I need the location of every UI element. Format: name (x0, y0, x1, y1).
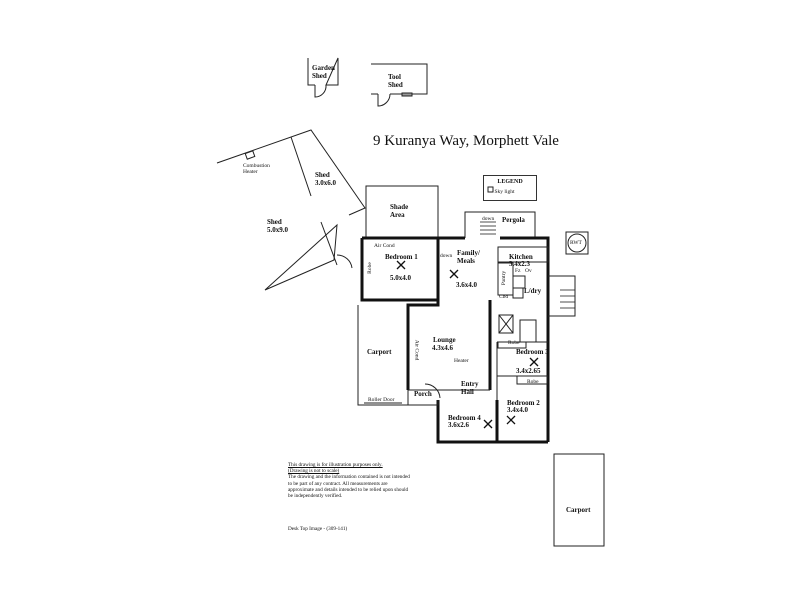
kitchen-size: 3.4x2.3 (509, 260, 530, 268)
cbd-label: Cbd (499, 294, 509, 300)
carport-name: Carport (367, 348, 392, 356)
garden-shed-outline (307, 57, 339, 86)
down-label: down (440, 253, 453, 259)
disclaimer-body: The drawing and the information containe… (288, 474, 410, 500)
pantry-label: Pantry (501, 270, 508, 286)
robe-bed2-label: Robe (527, 379, 539, 385)
bedroom4-name: Bedroom 4 (448, 414, 481, 422)
porch-name: Porch (414, 390, 432, 398)
bedroom3-size: 3.4x2.65 (516, 367, 541, 375)
bedroom1-size: 5.0x4.0 (390, 274, 411, 282)
legend-item-label: Sky light (494, 189, 515, 195)
footer-code: Desk Top Image - (309-141) (288, 526, 348, 532)
page-title: 9 Kuranya Way, Morphett Vale (373, 133, 559, 149)
bedroom2-name: Bedroom 2 (507, 399, 540, 407)
oven-label: Ov (525, 268, 532, 274)
heater-label: Heater (454, 358, 469, 364)
disclaimer: This drawing is for illustration purpose… (288, 462, 413, 499)
lounge-name: Lounge (433, 336, 456, 344)
roller-door-label: Roller Door (368, 397, 395, 403)
lounge-size: 4.3x4.6 (432, 344, 453, 352)
pergola-name: Pergola (502, 216, 525, 224)
kitchen-name: Kitchen (509, 253, 533, 261)
rwt-label: RWT (570, 240, 582, 246)
disclaimer-line2: (Drawing is not to scale) (288, 468, 340, 475)
fridge-label: Fz (515, 268, 521, 274)
disclaimer-line1: This drawing is for illustration purpose… (288, 462, 383, 468)
bedroom2-size: 3.4x4.0 (507, 406, 528, 414)
legend-item-skylight: Sky light (489, 189, 515, 195)
family-name: Family/Meals (457, 249, 480, 265)
bedroom3-name: Bedroom 3 (516, 348, 549, 356)
bedroom1-name: Bedroom 1 (385, 253, 418, 261)
laundry-name: L/dry (524, 287, 542, 295)
robe-label: Robe (366, 262, 373, 274)
legend-heading: LEGEND (497, 179, 523, 185)
legend-box: LEGEND Sky light (483, 175, 537, 201)
lounge-air-cond-label: Air Cond (413, 339, 420, 361)
family-size: 3.6x4.0 (456, 281, 477, 289)
detached-carport-label: Carport (566, 506, 591, 514)
bedroom4-size: 3.6x2.6 (448, 421, 469, 429)
robe-bed3-label: Robe (508, 340, 520, 346)
pergola-down-label: down (482, 216, 495, 222)
air-cond-label: Air Cond (374, 243, 395, 249)
